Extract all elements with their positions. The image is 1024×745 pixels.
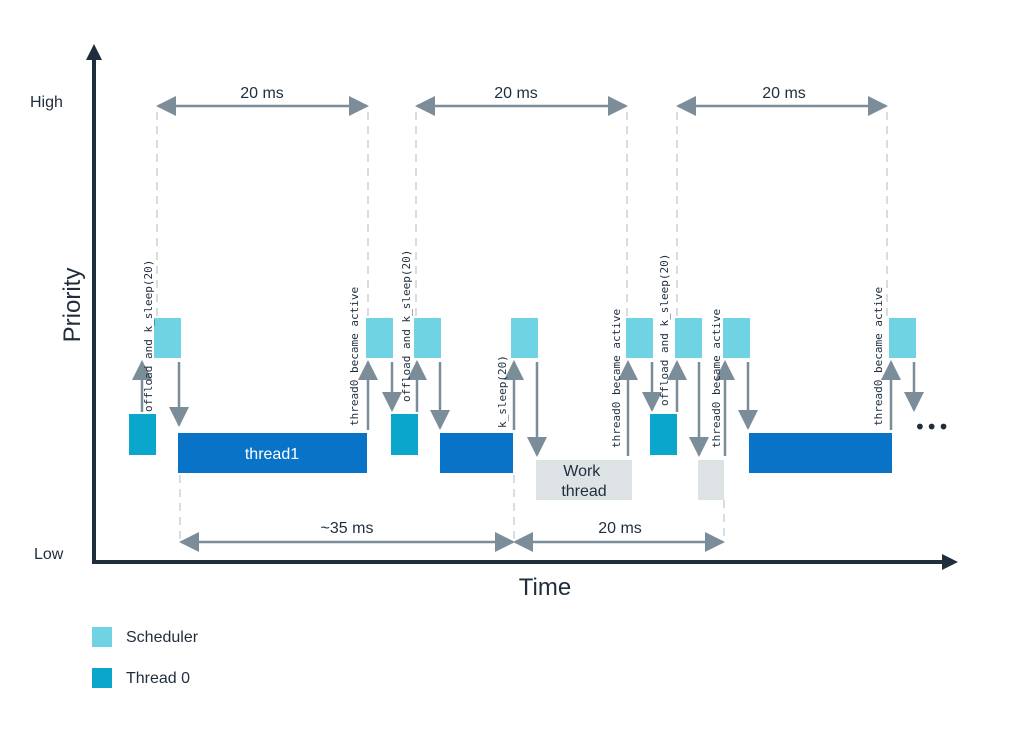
thread0-block [391,414,418,455]
work-thread-label: Work thread [561,463,606,500]
thread0-block [650,414,677,455]
scheduler-blocks [154,318,916,358]
work-thread-block [536,460,632,500]
legend-label-thread0: Thread 0 [126,670,190,687]
annotation-became-active: thread0 became active [872,287,885,426]
thread1-label: thread1 [245,446,299,463]
thread1-block [178,433,367,473]
scheduler-block [366,318,393,358]
ellipsis: ••• [914,415,949,439]
interval-label: 20 ms [240,85,284,102]
high-label: High [30,94,63,111]
thread1-block [440,433,513,473]
work-thread-block [698,460,724,500]
x-axis-label: Time [519,574,571,601]
annotation-offload-sleep: offload and k_sleep(20) [658,254,671,406]
interval-label: 20 ms [762,85,806,102]
scheduler-block [889,318,916,358]
scheduler-block [723,318,750,358]
scheduler-block [154,318,181,358]
thread1-blocks [178,433,892,473]
legend-swatch-scheduler [92,627,112,647]
transition-arrows [132,360,924,457]
scheduler-block [511,318,538,358]
axes [86,44,958,570]
annotation-became-active: thread0 became active [610,309,623,448]
annotation-offload-sleep: offload and k_sleep(20) [400,250,413,402]
annotation-became-active: thread0 became active [348,287,361,426]
legend-label-scheduler: Scheduler [126,629,199,646]
legend-swatch-thread0 [92,668,112,688]
work-thread-blocks [536,460,724,500]
thread1-block [749,433,892,473]
scheduler-block [626,318,653,358]
thread0-blocks [129,414,677,455]
annotation-offload-sleep: offload and k_sleep(20) [142,260,155,412]
interval-label: ~35 ms [321,520,374,537]
scheduler-block [414,318,441,358]
y-axis-arrowhead [86,44,102,60]
y-axis-label: Priority [59,268,86,343]
annotation-became-active: thread0 became active [710,309,723,448]
interval-label: 20 ms [494,85,538,102]
x-axis-arrowhead [942,554,958,570]
interval-label: 20 ms [598,520,642,537]
low-label: Low [34,546,64,563]
legend: Scheduler Thread 0 [92,627,199,688]
dashed-guides [156,112,888,540]
thread0-block [129,414,156,455]
scheduler-block [675,318,702,358]
annotation-k-sleep: k_sleep(20) [496,355,509,428]
